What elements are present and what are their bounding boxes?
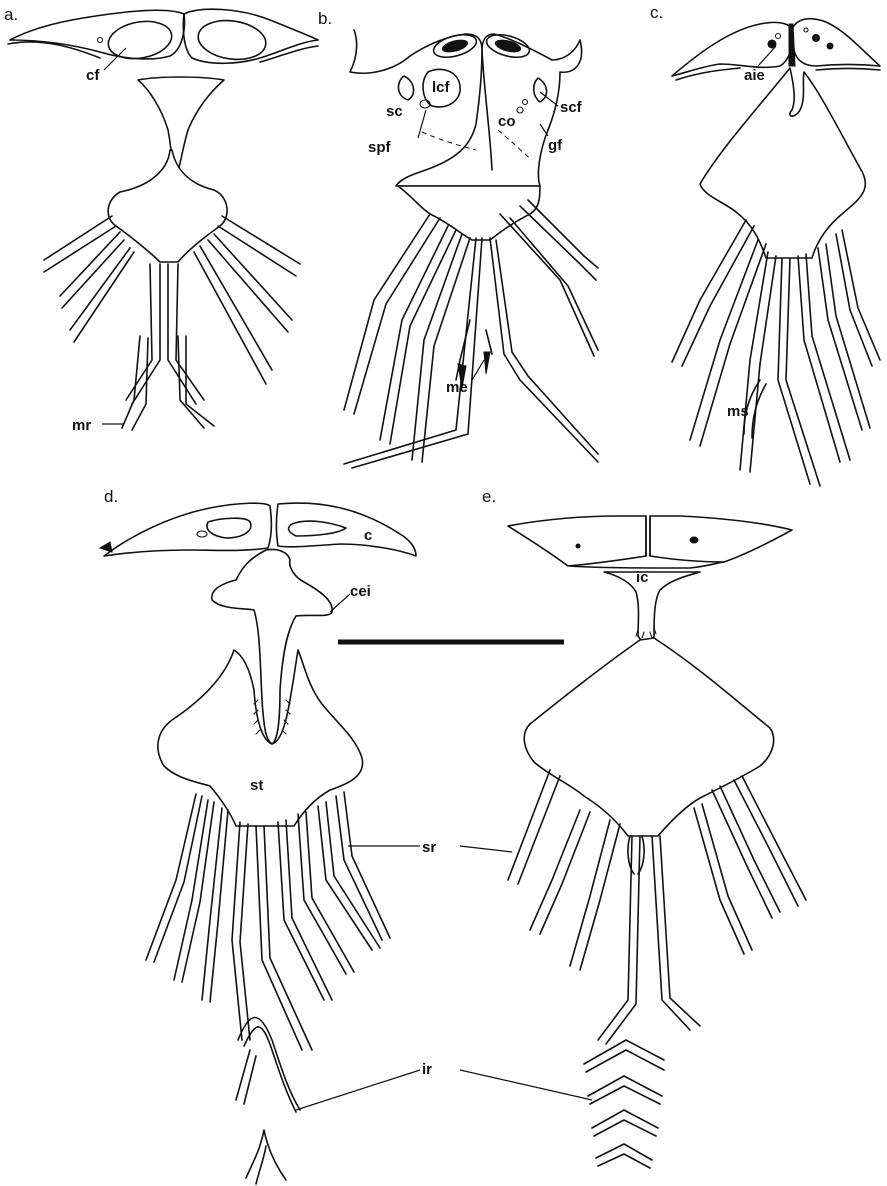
label-me: me xyxy=(446,379,468,396)
panel-b-label: b. xyxy=(318,9,332,28)
panel-e-label: e. xyxy=(482,487,496,506)
panel-a-sternum xyxy=(108,150,227,262)
panel-b: b. sc xyxy=(318,9,598,468)
panel-b-pectoral-girdle xyxy=(350,30,582,186)
label-mr: mr xyxy=(72,417,91,434)
label-c: c xyxy=(364,527,372,544)
panel-d: d. cei c xyxy=(100,487,436,1184)
panel-e: e. ic xyxy=(460,487,806,1168)
label-aie: aie xyxy=(744,67,765,84)
label-co: co xyxy=(498,113,516,130)
label-scf: scf xyxy=(560,99,583,116)
label-cei: cei xyxy=(350,583,371,600)
panel-a: a. cf mr xyxy=(4,5,318,434)
panel-a-procoracoid xyxy=(138,77,224,178)
label-cf: cf xyxy=(86,67,100,84)
label-ic: ic xyxy=(636,569,649,586)
label-lcf: lcf xyxy=(432,79,451,96)
panel-b-sternum xyxy=(398,186,540,240)
panel-e-interclavicle xyxy=(604,572,700,642)
panel-d-label: d. xyxy=(104,487,118,506)
panel-a-coracoids xyxy=(8,9,318,63)
label-st: st xyxy=(250,777,263,794)
label-spf: spf xyxy=(368,139,392,156)
label-sc: sc xyxy=(386,103,403,120)
panel-d-ribs xyxy=(146,792,390,1184)
panel-c-label: c. xyxy=(650,3,663,22)
label-ir: ir xyxy=(422,1061,432,1078)
panel-c-coracoids xyxy=(672,19,880,80)
label-gf: gf xyxy=(548,137,563,154)
panel-c-sternum xyxy=(700,68,865,258)
panel-c-ribs xyxy=(672,220,880,486)
label-sr: sr xyxy=(422,839,436,856)
label-ms: ms xyxy=(727,403,749,420)
panel-a-label: a. xyxy=(4,5,18,24)
panel-e-sternum xyxy=(524,638,773,836)
panel-c: c. aie ms xyxy=(650,3,880,486)
panel-e-coracoids xyxy=(508,516,792,568)
